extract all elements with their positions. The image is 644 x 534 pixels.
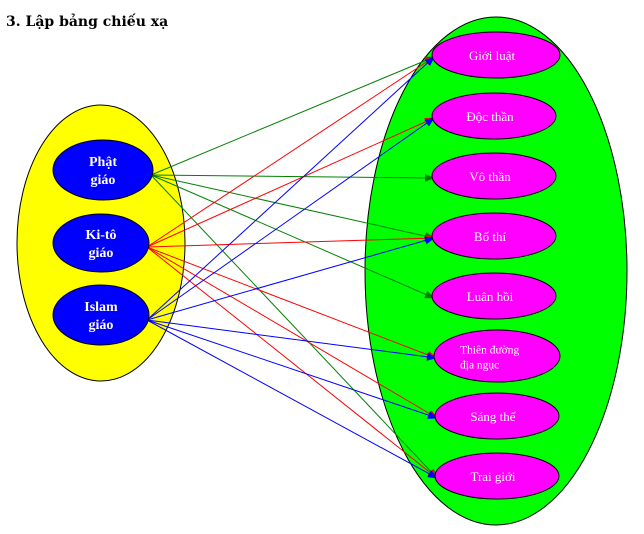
- left-node-phat: Phật giáo: [52, 139, 154, 201]
- right-node-thienduong: Thiên đường địa ngục: [433, 329, 561, 383]
- right-node-shape: [434, 452, 560, 500]
- left-node-label: Islam: [84, 300, 118, 315]
- right-node-gioiluat: Giới luật: [431, 31, 561, 79]
- left-node-label: Phật: [89, 155, 117, 170]
- arrow-islam-to-traigioi: [146, 319, 438, 479]
- right-node-label: Sáng thế: [470, 409, 516, 424]
- arrow-phat-to-bothi: [150, 174, 435, 240]
- arrow-islam-to-bothi: [146, 236, 435, 321]
- arrow-kito-to-docthan: [146, 117, 435, 248]
- arrow-kito-to-thienduong: [146, 246, 437, 359]
- arrow-islam-to-docthan: [146, 117, 435, 321]
- right-node-label: Thiên đường: [460, 345, 520, 357]
- right-node-vothan: Vô thần: [431, 152, 557, 200]
- right-node-label: Trai giới: [470, 469, 515, 484]
- right-node-shape: [434, 392, 560, 440]
- right-node-bothi: Bố thí: [431, 212, 557, 260]
- right-node-luanhoi: Luân hồi: [431, 272, 557, 320]
- arrow-phat-to-traigioi: [150, 174, 438, 479]
- left-node-label: giáo: [91, 173, 116, 188]
- right-node-label: Luân hồi: [467, 289, 514, 304]
- right-node-label: Độc thần: [466, 109, 514, 124]
- arrow-islam-to-gioiluat: [146, 56, 435, 321]
- arrow-phat-to-luanhoi: [150, 174, 435, 299]
- right-node-traigioi: Trai giới: [434, 452, 560, 500]
- left-node-kito: Ki-tô giáo: [52, 213, 150, 273]
- arrow-kito-to-bothi: [146, 234, 435, 248]
- page-title: 3. Lập bảng chiếu xạ: [6, 14, 169, 30]
- mapping-arrows: [146, 56, 438, 479]
- right-node-shape: [431, 152, 557, 200]
- left-node-label: Ki-tô: [85, 228, 116, 243]
- left-node-shape: [52, 139, 154, 201]
- right-node-docthan: Độc thần: [431, 92, 557, 140]
- right-node-shape: [431, 212, 557, 260]
- right-set-container: [364, 16, 628, 526]
- right-node-label: Giới luật: [469, 48, 516, 63]
- arrow-phat-to-gioiluat: [150, 56, 435, 176]
- right-node-shape: [431, 31, 561, 79]
- arrow-phat-to-vothan: [150, 173, 435, 182]
- right-node-label: Vô thần: [469, 169, 511, 184]
- left-node-shape: [52, 284, 150, 346]
- arrow-islam-to-thienduong: [146, 319, 437, 361]
- right-node-shape: [431, 272, 557, 320]
- left-node-shape: [52, 213, 150, 273]
- right-node-label: địa ngục: [460, 360, 499, 372]
- right-node-label: Bố thí: [474, 229, 507, 244]
- left-node-label: giáo: [89, 318, 114, 333]
- right-node-shape: [433, 329, 561, 383]
- left-node-islam: Islam giáo: [52, 284, 150, 346]
- right-node-shape: [431, 92, 557, 140]
- right-node-sangthe: Sáng thế: [434, 392, 560, 440]
- left-node-label: giáo: [89, 246, 114, 261]
- arrow-islam-to-sangthe: [146, 319, 438, 419]
- arrow-kito-to-gioiluat: [146, 56, 435, 248]
